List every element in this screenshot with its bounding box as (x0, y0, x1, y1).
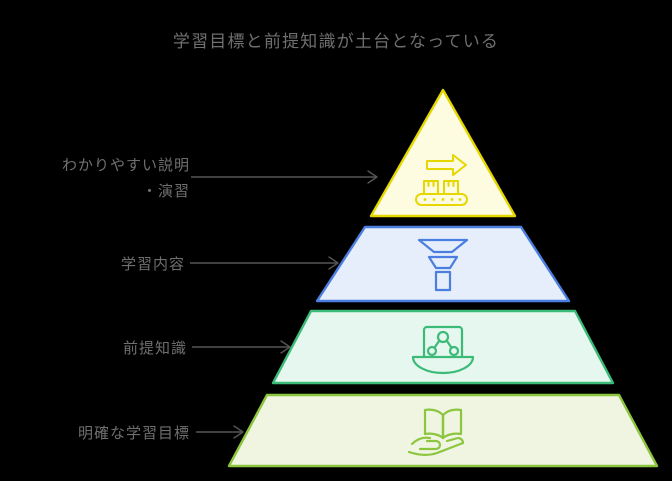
tier-4-label: 明確な学習目標 (77, 424, 190, 442)
laptop-network-icon (411, 325, 475, 375)
tier-arrows (190, 170, 378, 439)
pyramid-tier-1[interactable] (369, 88, 517, 218)
pyramid-tier-4[interactable] (227, 393, 659, 468)
tier-3-shape[interactable] (271, 309, 615, 385)
book-on-hand-icon (407, 408, 465, 456)
tier-2-shape[interactable] (315, 225, 571, 303)
funnel-icon (417, 238, 469, 292)
arrow-to-tier-3 (192, 340, 291, 354)
pyramid-tier-2[interactable] (315, 225, 571, 303)
arrow-to-tier-1 (191, 170, 378, 184)
arrow-to-tier-4 (196, 425, 244, 439)
tier-1-shape[interactable] (369, 88, 517, 218)
tier-1-label: わかりやすい説明 ・演習 (61, 156, 190, 200)
tier-2-label: 学習内容 (120, 255, 185, 273)
page-title: 学習目標と前提知識が土台となっている (172, 32, 500, 52)
conveyor-belt-icon (415, 154, 468, 206)
tier-3-label: 前提知識 (122, 339, 187, 357)
arrow-to-tier-2 (190, 256, 339, 270)
pyramid-tier-3[interactable] (271, 309, 615, 385)
